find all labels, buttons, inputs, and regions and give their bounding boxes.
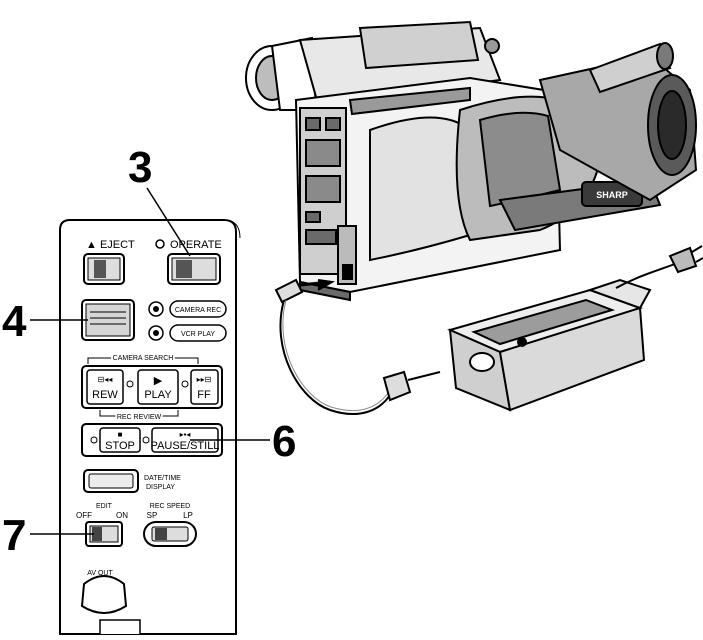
ac-adapter: [447, 278, 652, 412]
play-button[interactable]: [137, 369, 179, 405]
operate-label: OPERATE: [170, 239, 222, 251]
callout-3: 3: [128, 143, 191, 257]
edit-label: EDIT: [96, 503, 113, 510]
av-out-cover[interactable]: [80, 575, 128, 614]
dc-plug-camera: [274, 278, 336, 304]
eject-switch[interactable]: [83, 253, 125, 285]
microphone: [588, 42, 672, 94]
date-time-label-1: DATE/TIME: [144, 475, 181, 482]
stop-led-right: [142, 436, 150, 444]
pause-icon: ▸▪◂: [180, 430, 191, 439]
ac-plug: [668, 245, 703, 274]
operate-switch[interactable]: [167, 253, 221, 285]
camera-search-bracket: [87, 357, 199, 364]
rec-review-bracket: [99, 410, 179, 417]
edit-off-label: OFF: [76, 511, 92, 520]
stop-led-left: [90, 436, 98, 444]
dc-cable: [279, 299, 391, 415]
callout-4: 4: [2, 297, 88, 346]
camera-rec-label: CAMERA REC: [175, 307, 221, 314]
av-out-label: AV OUT: [87, 570, 113, 577]
callout-7: 7: [2, 511, 94, 560]
callout-6-number: 6: [272, 417, 296, 466]
rew-button[interactable]: [86, 369, 124, 405]
rew-label: REW: [92, 389, 118, 401]
vcr-play-label: VCR PLAY: [181, 331, 215, 338]
callout-6: 6: [190, 417, 296, 466]
callout-3-number: 3: [128, 143, 152, 192]
ff-icon: ▸▸⊟: [197, 375, 212, 384]
camcorder-body: [245, 20, 698, 302]
stop-label: STOP: [105, 440, 135, 452]
edit-on-label: ON: [116, 511, 128, 520]
ff-label: FF: [197, 389, 211, 401]
camera-search-label: CAMERA SEARCH: [113, 355, 174, 362]
rec-speed-label: REC SPEED: [150, 503, 190, 510]
rec-speed-sp-label: SP: [147, 511, 158, 520]
ac-cord: [615, 261, 681, 289]
callout-4-number: 4: [2, 297, 27, 346]
operate-indicator: [155, 239, 165, 249]
edit-switch[interactable]: [85, 521, 123, 547]
stop-button[interactable]: [99, 427, 141, 453]
eject-label: ▲ EJECT: [86, 239, 135, 251]
callout-7-number: 7: [2, 511, 26, 560]
brand-label: SHARP: [596, 190, 628, 200]
pause-still-label: PAUSE/STILL: [151, 440, 220, 452]
panel-bottom-tab: [99, 619, 141, 634]
dc-plug-adapter: [382, 370, 441, 402]
rec-speed-switch[interactable]: [143, 521, 197, 547]
play-led-right: [181, 380, 189, 388]
date-time-display-button[interactable]: [83, 469, 139, 493]
play-icon: ▶: [154, 375, 163, 387]
rec-review-label: REC REVIEW: [117, 414, 162, 421]
camera-vcr-selector[interactable]: [81, 299, 135, 341]
play-led-left: [126, 380, 134, 388]
rec-speed-lp-label: LP: [183, 511, 193, 520]
ff-button[interactable]: [190, 369, 219, 405]
rew-icon: ⊟◂◂: [98, 375, 113, 384]
stop-icon: ■: [118, 430, 123, 439]
date-time-label-2: DISPLAY: [146, 484, 175, 491]
play-label: PLAY: [144, 389, 172, 401]
